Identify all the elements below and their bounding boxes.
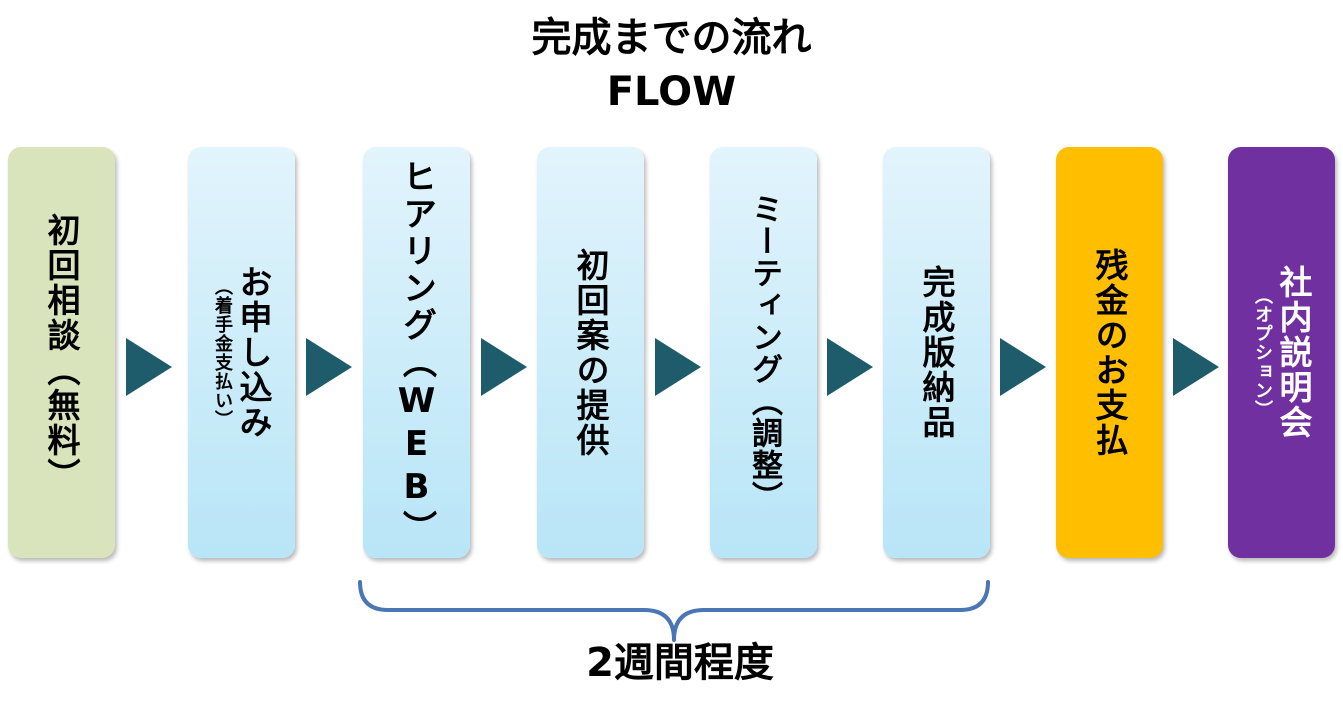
diagram-subtitle: FLOW xyxy=(606,69,737,115)
step-label: 完成版納品 xyxy=(917,265,956,440)
step-label: 社内説明会 xyxy=(1274,265,1313,440)
arrow-right-icon xyxy=(306,338,352,396)
step-meeting: ミーティング（調整） xyxy=(710,147,817,558)
step-label: 初回案の提供 xyxy=(571,247,610,458)
step-note: （オプション） xyxy=(1252,286,1273,419)
step-final-delivery: 完成版納品 xyxy=(883,147,990,558)
duration-label: 2週間程度 xyxy=(586,640,774,686)
step-balance-payment: 残金のお支払 xyxy=(1056,147,1163,558)
step-label: ミーティング（調整） xyxy=(746,192,782,513)
arrow-right-icon xyxy=(1173,338,1219,396)
step-application: お申し込み （着手金支払い） xyxy=(188,147,295,558)
arrow-right-icon xyxy=(827,338,873,396)
arrow-right-icon xyxy=(1000,338,1046,396)
step-first-draft: 初回案の提供 xyxy=(537,147,644,558)
step-label: お申し込み xyxy=(234,265,273,440)
step-label: 残金のお支払 xyxy=(1090,247,1129,458)
step-internal-briefing: 社内説明会 （オプション） xyxy=(1228,147,1335,558)
arrow-right-icon xyxy=(655,338,701,396)
step-initial-consultation: 初回相談（無料） xyxy=(8,147,115,558)
arrow-right-icon xyxy=(481,338,527,396)
step-label: 初回相談（無料） xyxy=(42,212,81,493)
step-note: （着手金支払い） xyxy=(212,276,233,429)
brace-icon xyxy=(358,580,990,642)
diagram-title: 完成までの流れ xyxy=(531,15,812,61)
step-label: ヒアリング（WEB） xyxy=(396,158,437,547)
step-hearing: ヒアリング（WEB） xyxy=(363,147,470,558)
arrow-right-icon xyxy=(126,338,172,396)
